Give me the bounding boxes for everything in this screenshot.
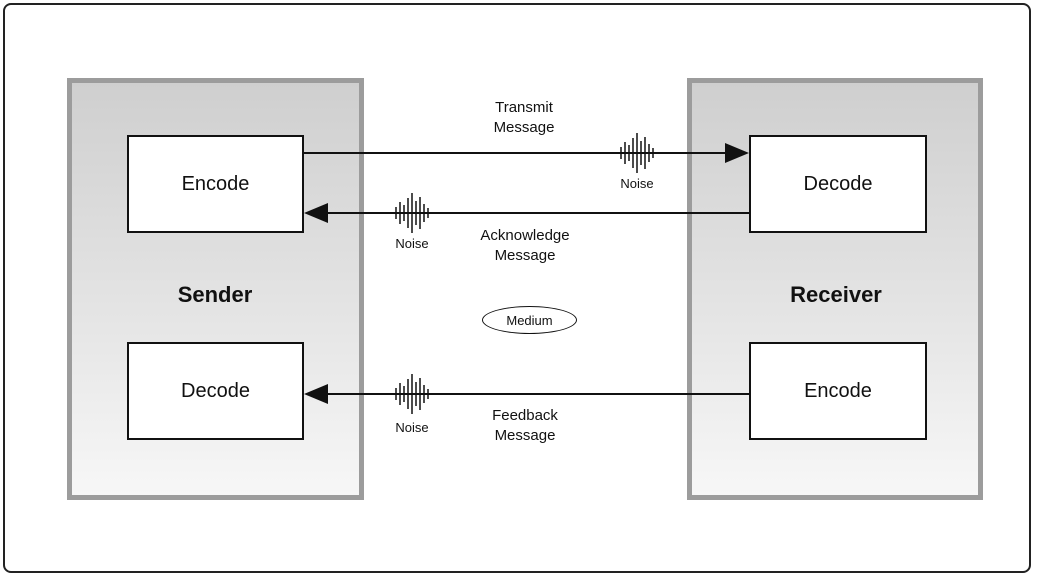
receiver-decode-box: Decode	[749, 135, 927, 233]
medium-ellipse: Medium	[482, 306, 577, 334]
receiver-encode-box: Encode	[749, 342, 927, 440]
transmit-label-line2: Message	[493, 119, 555, 136]
acknowledge-label-line2: Message	[494, 247, 556, 264]
transmit-noise-label: Noise	[620, 176, 654, 191]
receiver-decode-label: Decode	[803, 172, 873, 195]
sender-encode-label: Encode	[181, 172, 250, 195]
feedback-noise-label: Noise	[395, 420, 429, 435]
feedback-label-line2: Message	[494, 427, 556, 444]
receiver-title: Receiver	[790, 282, 882, 307]
sender-title: Sender	[177, 282, 253, 307]
sender-encode-box: Encode	[127, 135, 304, 233]
transmit-arrowhead	[725, 143, 749, 163]
noise-icon	[395, 374, 429, 414]
acknowledge-noise-label: Noise	[395, 236, 429, 251]
transmit-label-line1: Transmit	[495, 99, 553, 116]
acknowledge-arrowhead	[304, 203, 328, 223]
sender-decode-box: Decode	[127, 342, 304, 440]
acknowledge-label-line1: Acknowledge	[480, 227, 570, 244]
feedback-label-line1: Feedback	[492, 407, 558, 424]
receiver-encode-label: Encode	[804, 379, 872, 402]
sender-decode-label: Decode	[181, 379, 250, 402]
medium-label: Medium	[506, 312, 553, 328]
noise-icon	[620, 133, 654, 173]
feedback-arrowhead	[304, 384, 328, 404]
noise-icon	[395, 193, 429, 233]
